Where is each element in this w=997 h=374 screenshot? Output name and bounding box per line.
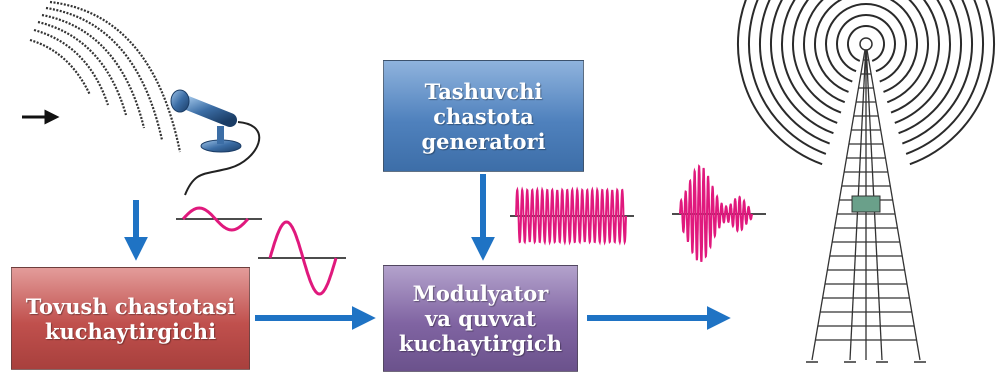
modulator-block-line-2: va quvvat bbox=[425, 306, 536, 331]
modulator-power-amplifier-block: Modulyator va quvvat kuchaytirgich bbox=[383, 265, 578, 372]
audio-frequency-amplifier-block: Tovush chastotasi kuchaytirgichi bbox=[11, 267, 250, 370]
modulator-block-line-3: kuchaytirgich bbox=[398, 331, 563, 356]
audio-waveform-small bbox=[181, 206, 250, 232]
radiation-ring bbox=[748, 0, 984, 155]
carrier-waveform bbox=[515, 186, 627, 246]
carrier-block-line-2: chastota bbox=[433, 103, 534, 129]
radiation-ring bbox=[814, 0, 918, 93]
audio-block-line-1: Tovush chastotasi bbox=[25, 293, 236, 319]
sound-wave-icon bbox=[29, 0, 182, 153]
modulated-waveform bbox=[679, 164, 753, 262]
waveforms bbox=[176, 164, 766, 296]
modulator-block-line-1: Modulyator bbox=[412, 281, 549, 306]
radiation-ring bbox=[770, 0, 962, 135]
radiation-ring bbox=[803, 0, 929, 104]
radiation-ring bbox=[759, 0, 973, 145]
audio-block-line-2: kuchaytirgichi bbox=[44, 318, 217, 344]
radiation-ring bbox=[825, 3, 907, 83]
radiation-ring bbox=[836, 14, 896, 73]
radiation-ring bbox=[792, 0, 940, 114]
radiation-ring bbox=[737, 0, 995, 166]
flow-arrows bbox=[124, 174, 731, 330]
audio-waveform-amplified bbox=[268, 220, 338, 296]
carrier-block-line-1: Tashuvchi bbox=[424, 78, 543, 104]
radio-tower-icon bbox=[737, 0, 995, 363]
radiation-ring bbox=[847, 25, 885, 62]
carrier-block-line-3: generatori bbox=[421, 128, 546, 154]
microphone-icon bbox=[170, 89, 261, 196]
carrier-frequency-generator-block: Tashuvchi chastota generatori bbox=[383, 60, 584, 172]
radiation-ring bbox=[781, 0, 951, 124]
